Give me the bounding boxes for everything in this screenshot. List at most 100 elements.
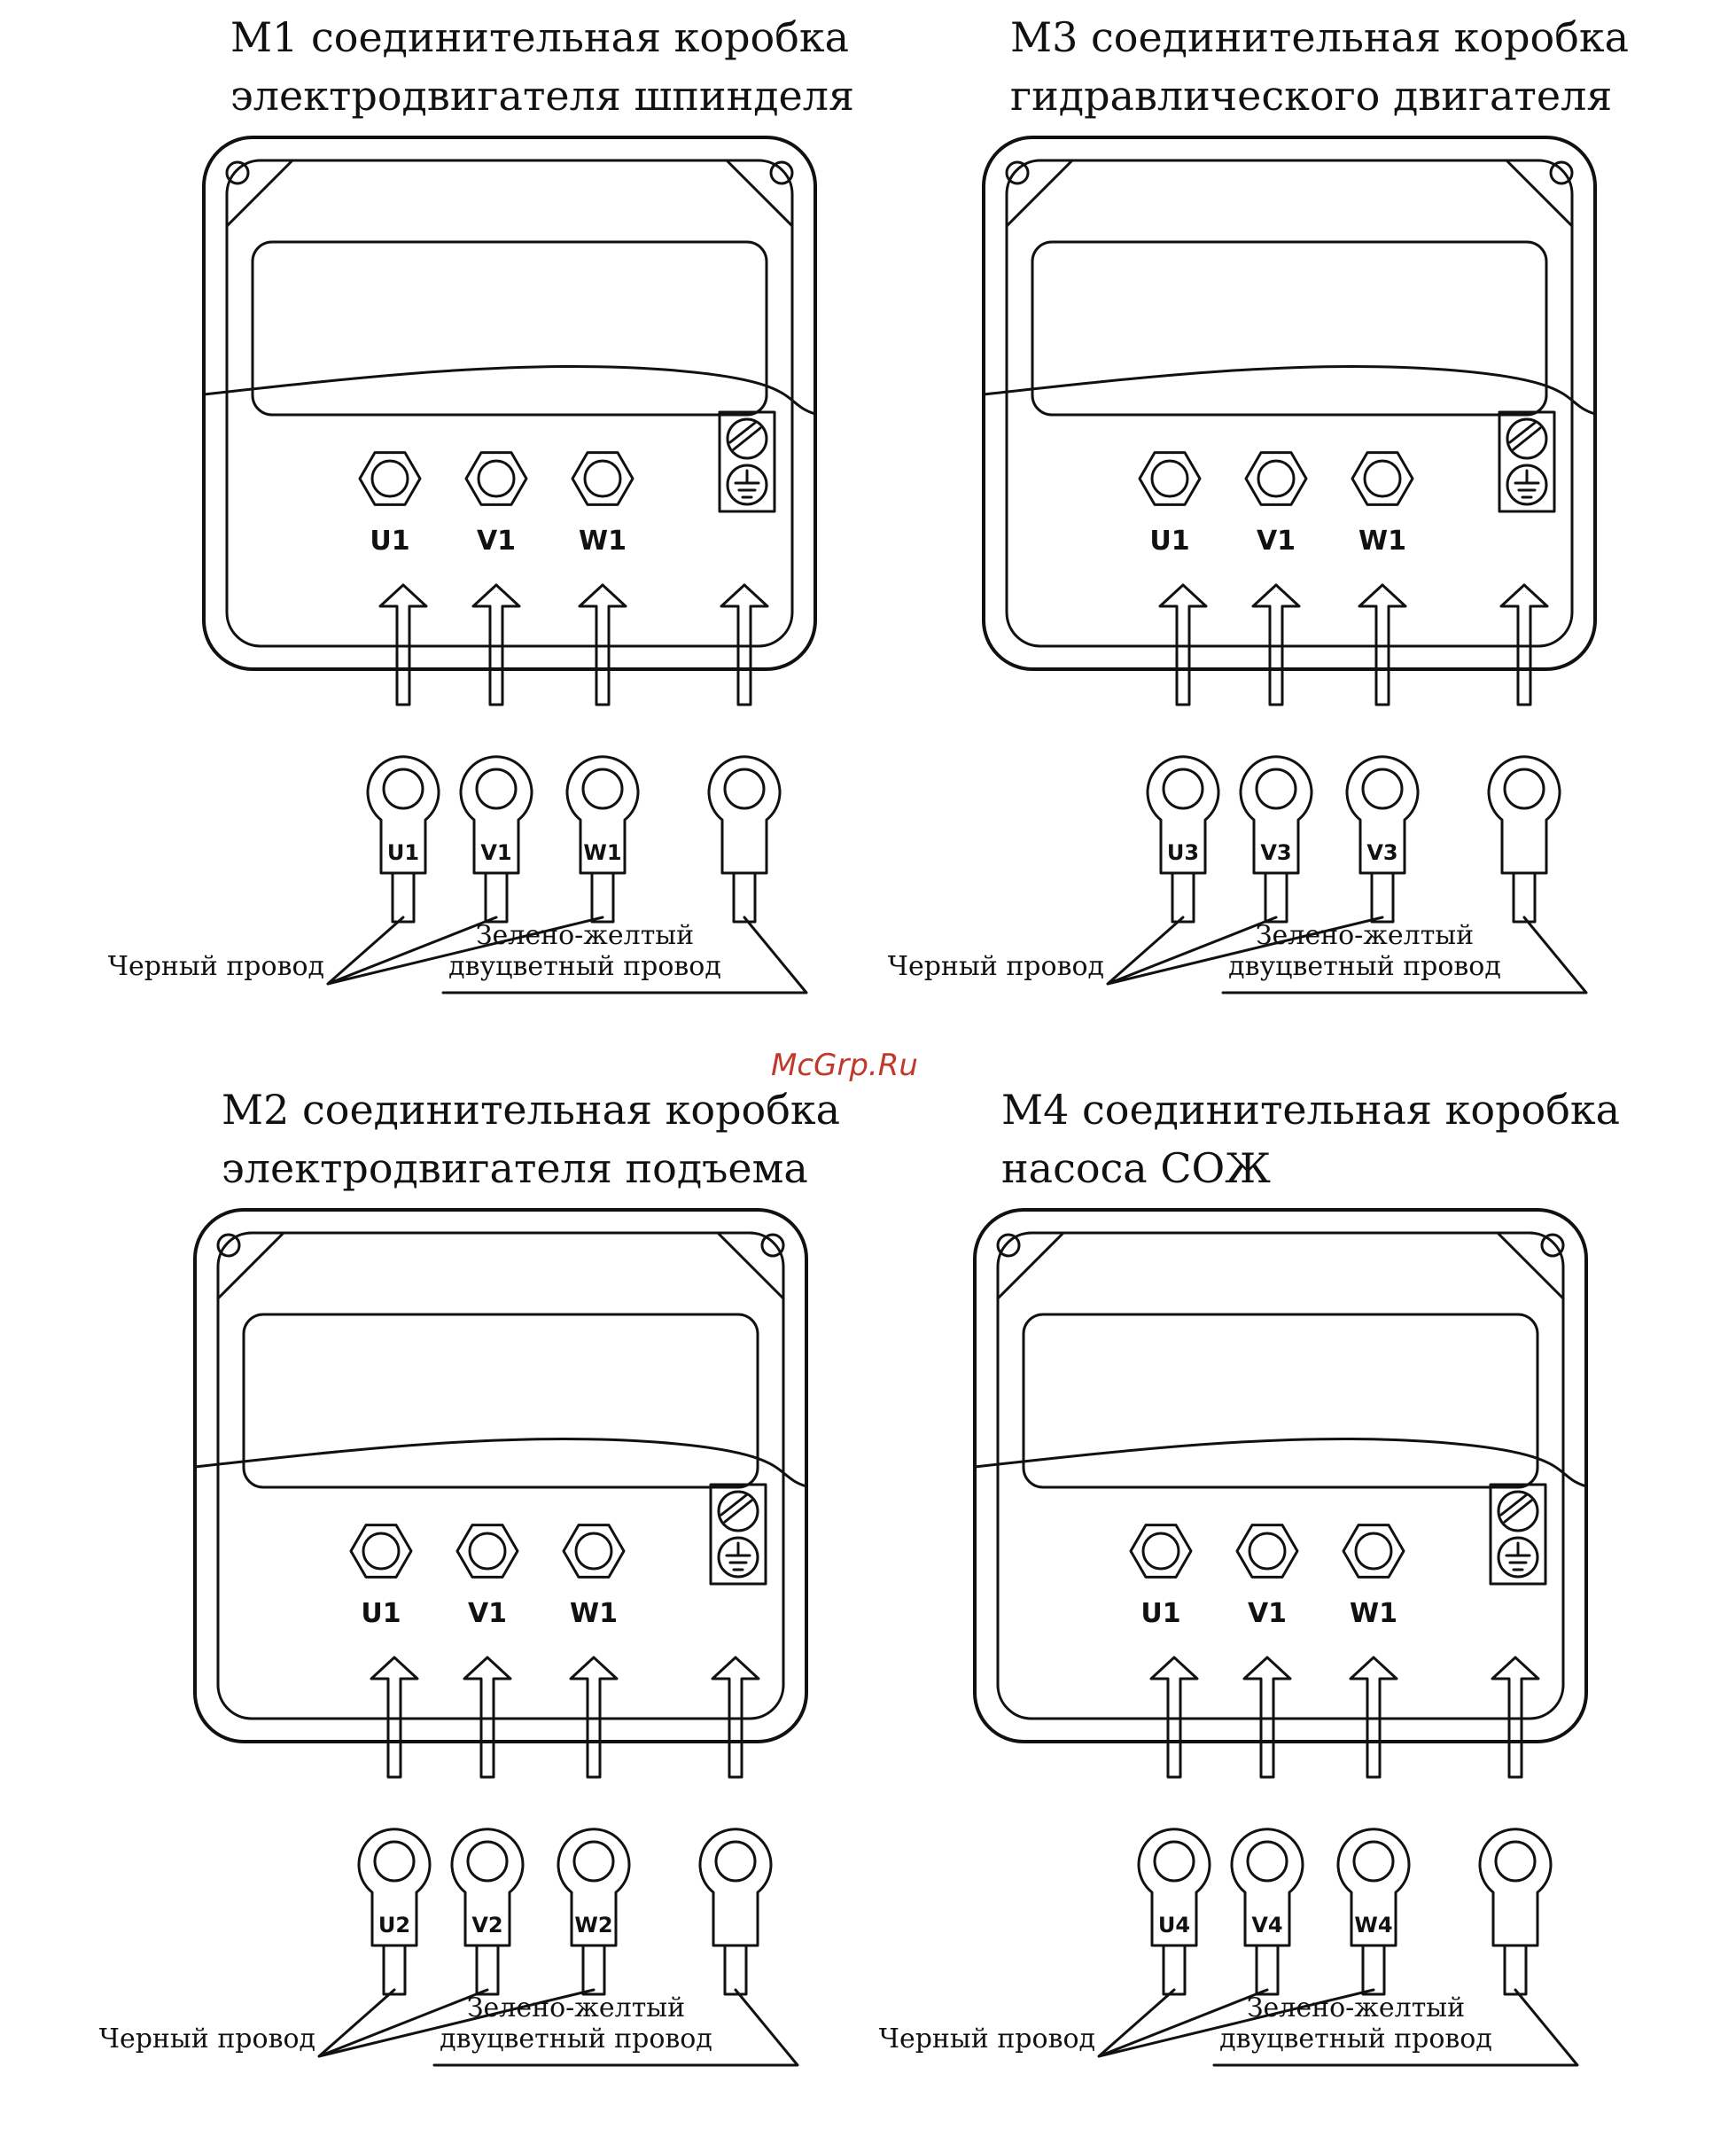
arrow-up-icon xyxy=(711,1656,760,1779)
black-wire-label: Черный провод xyxy=(108,951,324,982)
terminal-label: W1 xyxy=(570,1598,618,1629)
panel-title-line2: электродвигателя подъема xyxy=(222,1144,808,1192)
ground-wire-leader xyxy=(1221,916,1588,994)
lug-label: U1 xyxy=(387,840,419,865)
wire-stub xyxy=(1264,871,1288,924)
ground-wire-label-line1: Зелено-желтый xyxy=(476,920,694,951)
terminal-bolt xyxy=(370,459,409,498)
lid-window xyxy=(251,240,768,417)
ground-icon xyxy=(1505,1541,1531,1571)
arrow-up-icon xyxy=(1149,1656,1199,1779)
box-outer xyxy=(202,136,817,671)
lug-label: V2 xyxy=(471,1913,502,1938)
arrow-up-icon xyxy=(463,1656,512,1779)
arrow-up-icon xyxy=(1242,1656,1292,1779)
ring-lug xyxy=(357,1828,432,1947)
ground-wire-leader xyxy=(1212,1988,1579,2067)
arrow-up-icon xyxy=(1491,1656,1540,1779)
wire-stub xyxy=(581,1944,606,1996)
panel-title-line1: M1 соединительная коробка xyxy=(230,13,849,61)
wire-stub xyxy=(1361,1944,1386,1996)
ground-symbol-circle xyxy=(1497,1536,1539,1579)
ring-lug xyxy=(707,755,782,875)
ground-wire-leader xyxy=(441,916,808,994)
lug-label: W4 xyxy=(1354,1913,1392,1938)
black-wire-leaders xyxy=(1106,916,1384,986)
box-inner xyxy=(216,1231,785,1720)
wire-stub xyxy=(1503,1944,1528,1996)
ground-screw-slot xyxy=(1508,421,1542,451)
black-wire-leaders xyxy=(317,1988,596,2058)
ground-wire-label-line2: двуцветный провод xyxy=(440,2023,712,2055)
terminal-bolt xyxy=(362,1532,401,1571)
ground-wire-label-line2: двуцветный провод xyxy=(1219,2023,1492,2055)
lug-label: V1 xyxy=(480,840,511,865)
terminal-nut xyxy=(562,1524,626,1579)
lid-edge xyxy=(202,364,817,416)
wire-stub xyxy=(723,1944,748,1996)
terminal-nut xyxy=(464,451,528,506)
arrow-up-icon xyxy=(1158,583,1208,706)
ground-block xyxy=(718,410,776,513)
ground-wire-label-line1: Зелено-желтый xyxy=(1247,1992,1465,2023)
terminal-label: V1 xyxy=(1248,1598,1287,1629)
ring-lug-hole xyxy=(1361,768,1404,810)
black-wire-label: Черный провод xyxy=(99,2023,315,2055)
ground-wire-label-line2: двуцветный провод xyxy=(448,951,721,982)
ground-screw xyxy=(1506,417,1548,460)
panel-title-line2: гидравлического двигателя xyxy=(1010,72,1612,120)
ring-lug-hole xyxy=(475,768,518,810)
terminal-nut xyxy=(571,451,634,506)
terminal-bolt xyxy=(1257,459,1296,498)
lug-label: V3 xyxy=(1260,840,1291,865)
terminal-label: U1 xyxy=(370,526,409,557)
terminal-bolt xyxy=(477,459,516,498)
ring-lug-hole xyxy=(1352,1840,1395,1883)
ring-lug-hole xyxy=(1162,768,1204,810)
terminal-bolt xyxy=(1363,459,1402,498)
black-wire-leaders xyxy=(1097,1988,1375,2058)
ring-lug-hole xyxy=(466,1840,509,1883)
ring-lug-hole xyxy=(1153,1840,1195,1883)
lid-edge xyxy=(982,364,1597,416)
mount-hole-left xyxy=(216,1233,241,1258)
arrow-up-icon xyxy=(370,1656,419,1779)
ring-lug-hole xyxy=(714,1840,757,1883)
terminal-nut xyxy=(349,1524,413,1579)
panel-title-line1: M3 соединительная коробка xyxy=(1010,13,1629,61)
ground-wire-label-line1: Зелено-желтый xyxy=(467,1992,685,2023)
lid-bevel xyxy=(225,159,794,228)
terminal-label: U1 xyxy=(1149,526,1189,557)
ring-lug xyxy=(565,755,640,875)
ring-lug xyxy=(1146,755,1220,875)
ring-lug xyxy=(1345,755,1420,875)
wire-stub xyxy=(1255,1944,1280,1996)
lid-bevel xyxy=(996,1231,1565,1300)
ground-wire-label-line1: Зелено-желтый xyxy=(1256,920,1474,951)
ring-lug xyxy=(698,1828,773,1947)
terminal-nut xyxy=(1138,451,1202,506)
ring-lug xyxy=(1487,755,1561,875)
arrow-up-icon xyxy=(1499,583,1549,706)
terminal-bolt xyxy=(1141,1532,1180,1571)
ground-screw-slot xyxy=(720,1493,753,1524)
terminal-bolt xyxy=(1150,459,1189,498)
box-outer xyxy=(982,136,1597,671)
terminal-bolt xyxy=(1248,1532,1287,1571)
mount-hole-right xyxy=(1540,1233,1565,1258)
wire-stub xyxy=(1512,871,1537,924)
ring-lug xyxy=(450,1828,525,1947)
ground-block xyxy=(709,1483,767,1586)
arrow-up-icon xyxy=(578,583,627,706)
box-outer xyxy=(973,1208,1588,1743)
ring-lug xyxy=(1137,1828,1211,1947)
black-wire-label: Черный провод xyxy=(879,2023,1095,2055)
mount-hole-left xyxy=(1005,160,1030,185)
ring-lug xyxy=(1239,755,1313,875)
panel-m3: M3 соединительная коробка гидравлического… xyxy=(888,13,1629,994)
wire-stub xyxy=(1370,871,1395,924)
ground-screw xyxy=(726,417,768,460)
ground-wire-label-line2: двуцветный провод xyxy=(1228,951,1501,982)
